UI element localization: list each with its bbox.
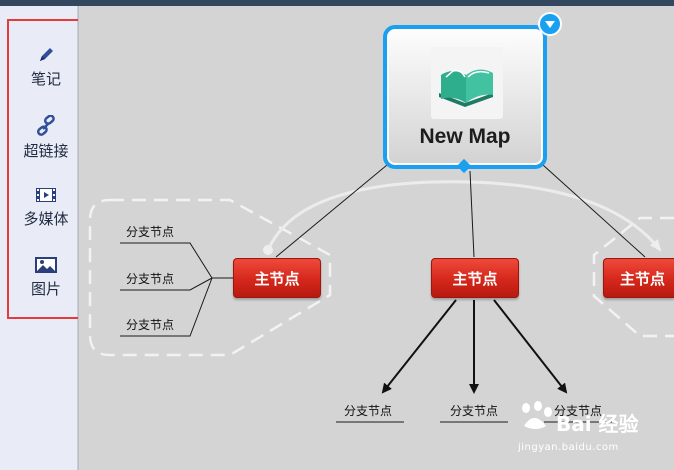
picture-button-label: 图片	[30, 280, 61, 298]
link-icon	[36, 115, 55, 136]
multimedia-button-label: 多媒体	[23, 210, 69, 228]
multimedia-button[interactable]: 多媒体	[9, 179, 83, 241]
book-icon	[431, 47, 503, 119]
window-top-bar	[0, 0, 674, 6]
subtopic-bottom-1[interactable]: 分支节点	[344, 404, 393, 418]
watermark-brand: Bai 经验	[556, 412, 639, 436]
picture-icon	[35, 257, 57, 273]
pencil-icon	[40, 48, 53, 61]
subtopic-bottom-2[interactable]: 分支节点	[450, 404, 499, 418]
central-topic[interactable]: New Map	[383, 25, 547, 169]
notes-button-label: 笔记	[30, 70, 61, 88]
subtopic-bottom-3[interactable]: 分支节点	[554, 404, 603, 418]
main-topic-center[interactable]: 主节点	[431, 258, 519, 298]
left-boundary	[88, 198, 332, 357]
right-boundary	[592, 216, 674, 338]
film-icon	[36, 188, 56, 202]
notes-button[interactable]: 笔记	[9, 39, 83, 101]
subtopic-left-1[interactable]: 分支节点	[126, 225, 175, 239]
hyperlink-button[interactable]: 超链接	[9, 109, 83, 171]
subtopic-left-2[interactable]: 分支节点	[126, 272, 175, 286]
hyperlink-button-label: 超链接	[23, 142, 69, 160]
paw-icon	[522, 401, 552, 429]
main-topic-right[interactable]: 主节点	[603, 258, 674, 298]
map-canvas[interactable]	[78, 6, 674, 470]
watermark-url: jingyan.baidu.com	[518, 442, 619, 453]
baidu-watermark: Bai 经验 jingyan.baidu.com	[516, 394, 666, 466]
subtopic-left-3[interactable]: 分支节点	[126, 318, 175, 332]
picture-button[interactable]: 图片	[9, 249, 83, 311]
topic-menu-button[interactable]	[538, 12, 562, 36]
main-topic-left[interactable]: 主节点	[233, 258, 321, 298]
central-topic-label: New Map	[419, 125, 511, 148]
insert-toolbar: 笔记 超链接 多媒体	[0, 6, 81, 470]
relationship-curve	[266, 180, 662, 252]
